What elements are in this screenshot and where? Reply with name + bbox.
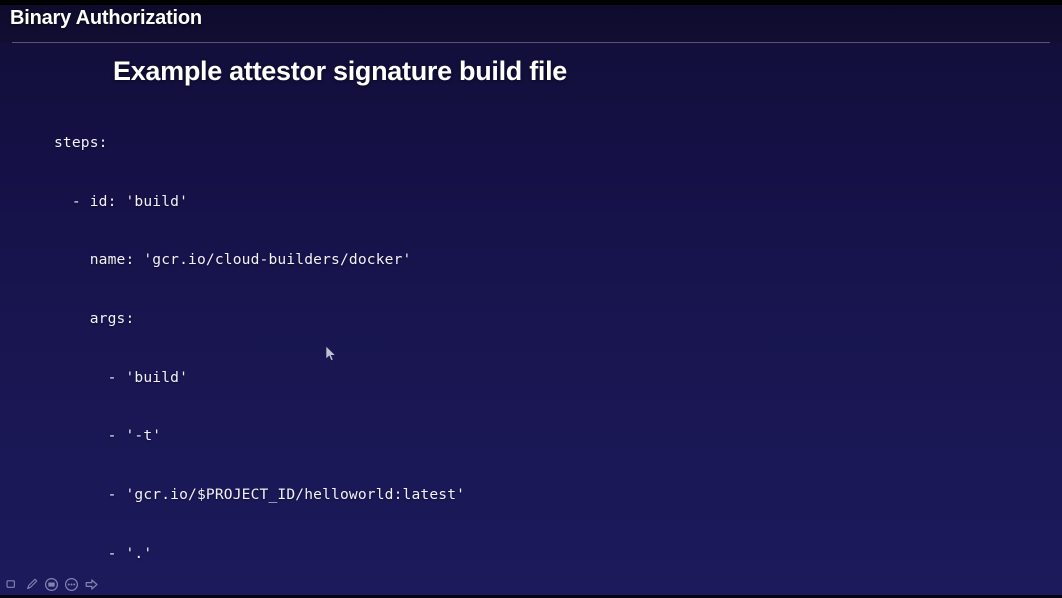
code-line: - '.' [54,544,153,562]
code-line: args: [54,310,135,328]
menu-icon[interactable] [62,575,81,594]
presentation-title: Binary Authorization [10,7,202,29]
code-line: - 'gcr.io/$PROJECT_ID/helloworld:latest' [54,485,466,503]
code-line: name: 'gcr.io/cloud-builders/docker' [54,251,412,269]
slide-header-bar: Binary Authorization [0,5,1062,43]
next-arrow-icon[interactable] [82,575,101,594]
code-block: steps: - id: 'build' name: 'gcr.io/cloud… [54,94,1054,598]
header-divider [12,42,1050,43]
slide-list-icon[interactable] [42,575,61,594]
pen-icon[interactable] [22,575,41,594]
presentation-toolbar[interactable] [2,574,101,594]
letterbox-bottom-bar [0,595,1062,598]
letterbox-top-bar [0,0,1062,5]
slide-heading: Example attestor signature build file [113,56,568,86]
mouse-cursor [325,346,337,362]
code-line: - '-t' [54,427,162,445]
code-line: steps: [54,134,108,152]
code-line: - 'build' [54,368,189,386]
code-line: - id: 'build' [54,192,189,210]
pointer-icon[interactable] [2,575,21,594]
